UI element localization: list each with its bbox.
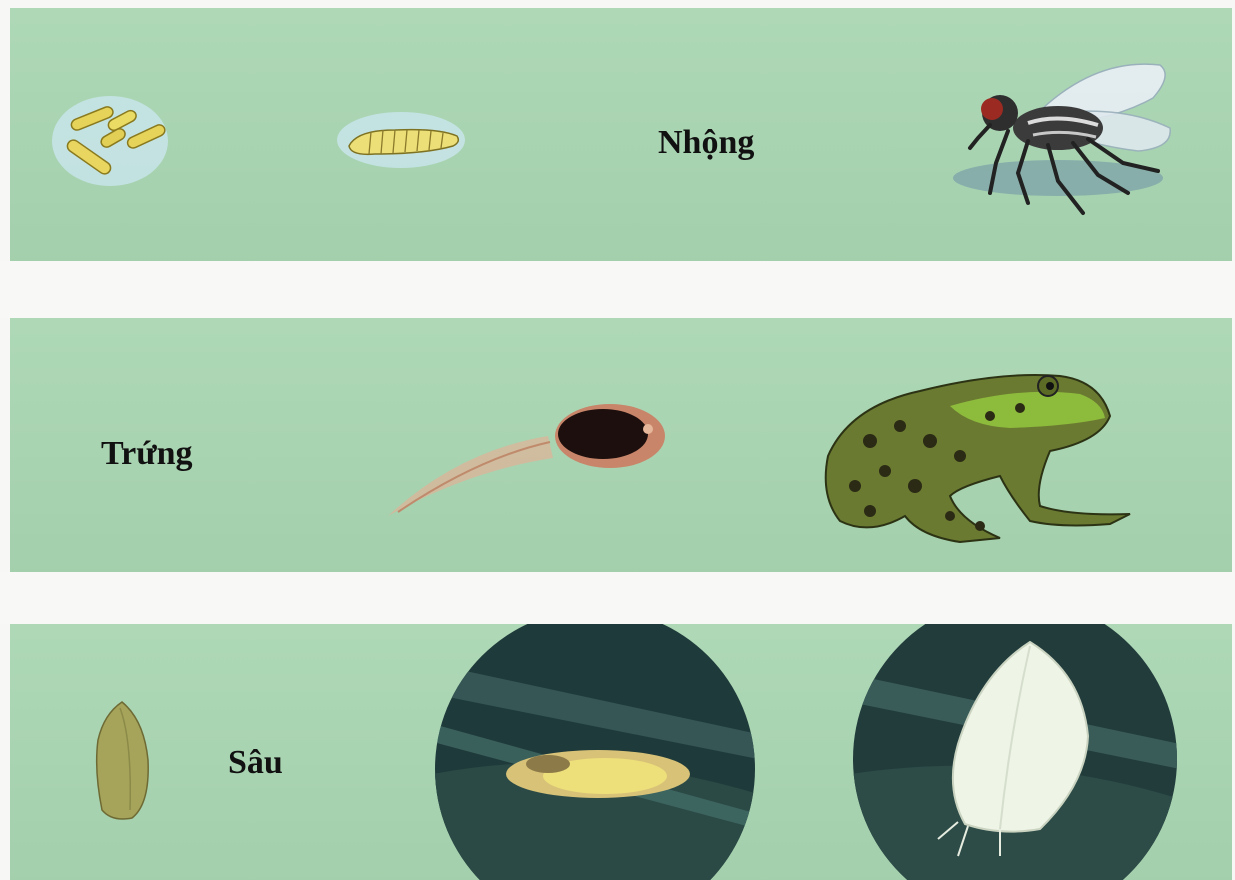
label-trung: Trứng	[101, 435, 193, 473]
separator-2	[0, 572, 1235, 624]
chrysalis-photo	[433, 624, 758, 880]
butterfly-lifecycle-row: Sâu	[10, 624, 1232, 880]
tadpole-image	[378, 396, 668, 526]
frog-lifecycle-row: Trứng	[10, 318, 1232, 572]
label-nhong: Nhộng	[658, 124, 754, 162]
house-fly-image	[948, 53, 1193, 223]
separator-1	[0, 261, 1235, 318]
label-sau: Sâu	[228, 744, 283, 782]
fly-lifecycle-row: Nhộng	[10, 8, 1232, 261]
butterfly-egg-image	[92, 700, 152, 822]
butterfly-photo	[850, 624, 1180, 880]
fly-larva-image	[335, 110, 470, 170]
fly-eggs-image	[52, 93, 172, 193]
frog-image	[810, 346, 1140, 551]
